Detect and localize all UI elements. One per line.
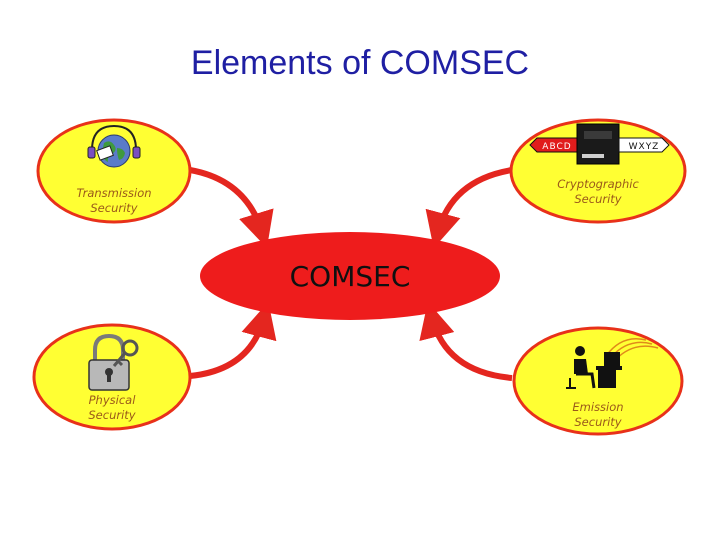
comsec-center-label: COMSEC xyxy=(290,260,411,293)
transmission-security-label-line2: Security xyxy=(90,201,137,215)
arrow-emission-to-comsec xyxy=(432,318,512,378)
crypto-ciphertext-label: WXYZ xyxy=(629,142,660,152)
emission-security-label-line1: Emission xyxy=(572,400,623,414)
emission-security-node: Emission Security xyxy=(514,328,682,434)
physical-security-node: Physical Security xyxy=(34,325,190,429)
transmission-security-node: Transmission Security xyxy=(38,120,190,222)
arrow-transmission-to-comsec xyxy=(190,170,262,232)
cryptographic-security-label-line1: Cryptographic xyxy=(557,177,639,191)
arrow-physical-to-comsec xyxy=(190,318,264,376)
cryptographic-security-node: ABCD WXYZ Cryptographic Security xyxy=(511,120,685,222)
transmission-security-label-line1: Transmission xyxy=(76,186,151,200)
emission-security-label-line2: Security xyxy=(574,415,621,429)
comsec-center-node: COMSEC xyxy=(200,232,500,320)
physical-security-label-line2: Security xyxy=(88,408,135,422)
arrow-cryptographic-to-comsec xyxy=(438,170,512,232)
crypto-plaintext-label: ABCD xyxy=(542,142,571,152)
physical-security-label-line1: Physical xyxy=(89,393,137,407)
cryptographic-security-label-line2: Security xyxy=(574,192,621,206)
